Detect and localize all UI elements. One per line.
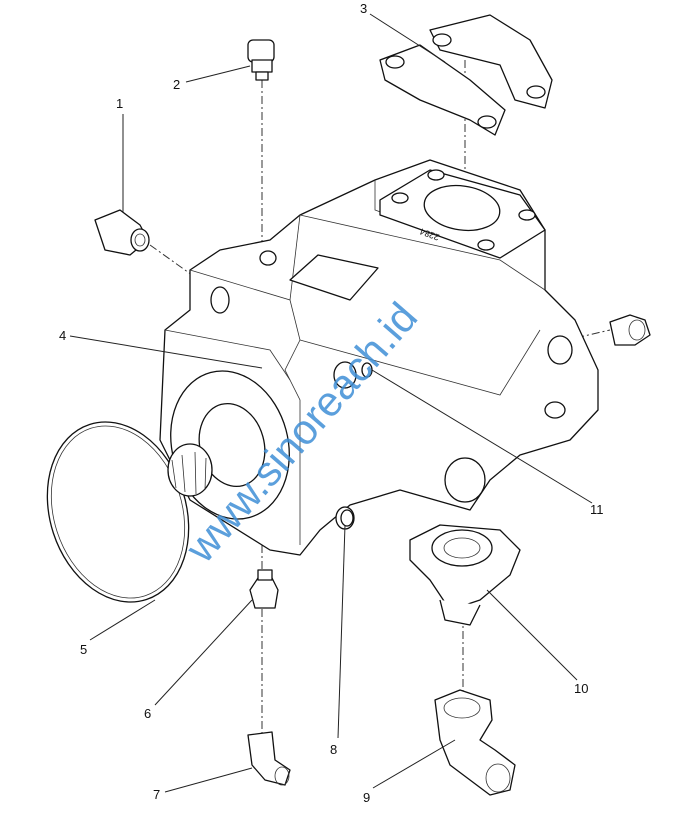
part-2-fitting [247,39,275,81]
label-5: 5 [80,642,87,657]
part-labels: 1 2 3 4 5 6 7 8 9 10 11 [59,1,604,805]
label-10: 10 [574,681,588,696]
label-4: 4 [59,328,66,343]
pump-body: 2284 [159,159,599,556]
label-1: 1 [116,96,123,111]
part-9-elbow [434,689,516,796]
part-8-seal [340,509,354,527]
leader-lines [69,13,593,793]
label-6: 6 [144,706,151,721]
side-plug [609,314,651,346]
part-6-fitting [249,569,279,609]
part-3-flange-clamps [379,14,553,136]
label-7: 7 [153,787,160,802]
label-8: 8 [330,742,337,757]
part-1-fitting [94,209,150,256]
part-7-elbow [247,731,291,786]
label-2: 2 [173,77,180,92]
label-11: 11 [590,502,604,517]
label-9: 9 [363,790,370,805]
part-10-flange [409,524,521,626]
label-3: 3 [360,1,367,16]
